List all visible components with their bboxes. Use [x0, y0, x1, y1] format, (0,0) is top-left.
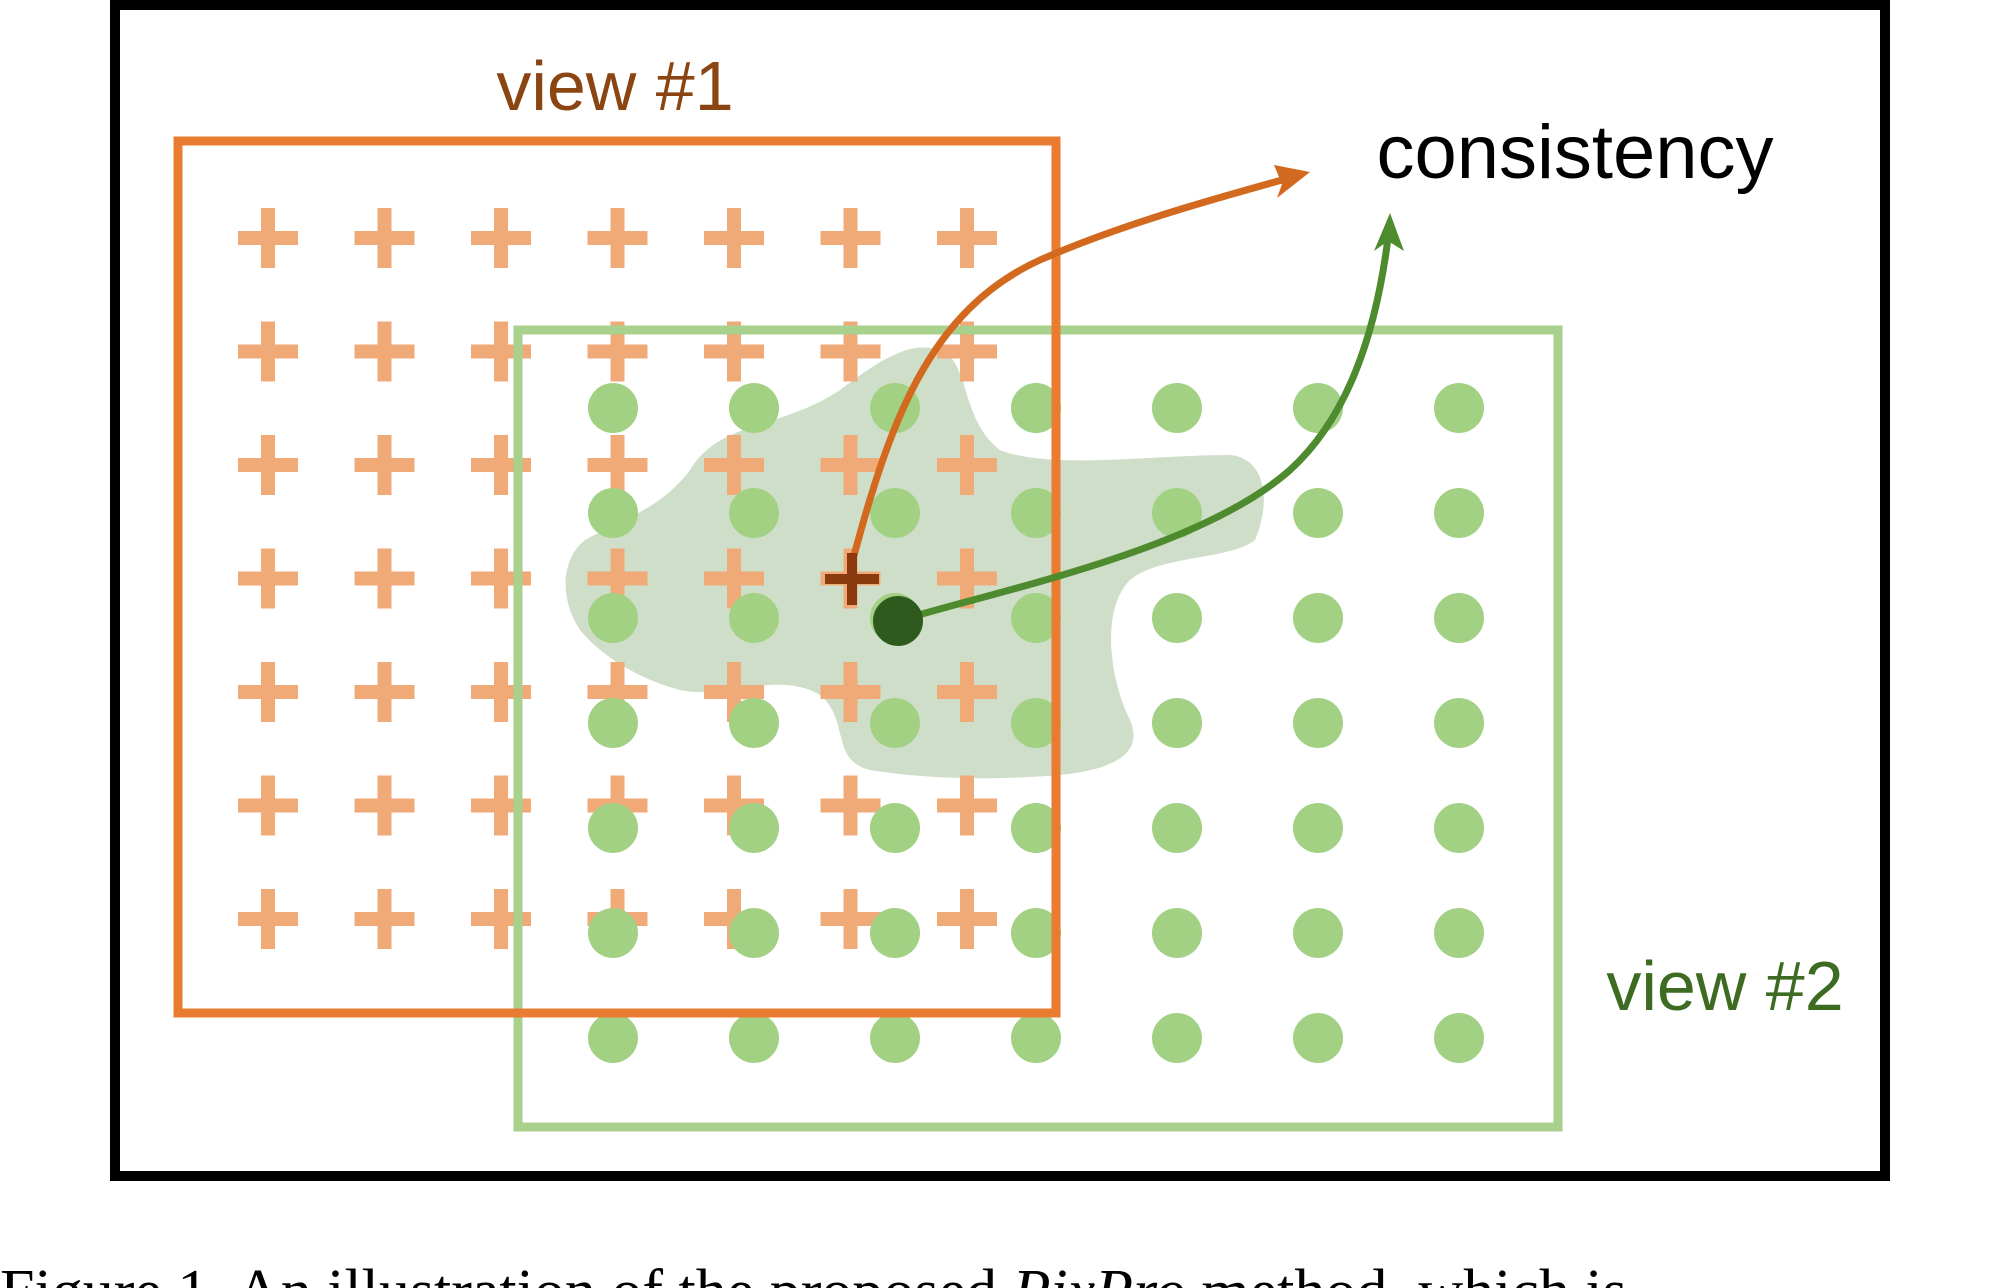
plus-icon: [937, 662, 997, 722]
dot-icon: [1434, 593, 1484, 643]
dot-icon: [588, 593, 638, 643]
view2-selected-dot-icon: [873, 596, 923, 646]
plus-icon: [238, 548, 298, 609]
plus-icon: [238, 662, 298, 722]
plus-icon: [820, 208, 881, 268]
view1-consistency-arrow: [848, 176, 1283, 564]
dot-icon: [1293, 803, 1343, 853]
dot-icon: [729, 383, 779, 433]
dot-icon: [870, 1013, 920, 1063]
dot-icon: [1293, 488, 1343, 538]
dot-icon: [1011, 803, 1061, 853]
view2-label: view #2: [1606, 947, 1843, 1025]
view1-plus-grid: [238, 208, 997, 949]
dot-icon: [1293, 698, 1343, 748]
dot-icon: [1293, 1013, 1343, 1063]
dot-icon: [1011, 1013, 1061, 1063]
view2-consistency-arrow: [896, 237, 1392, 625]
view1-selected-plus-icon: [825, 553, 879, 605]
dot-icon: [1293, 593, 1343, 643]
dot-icon: [588, 1013, 638, 1063]
dot-icon: [1152, 593, 1202, 643]
dot-icon: [1152, 803, 1202, 853]
plus-icon: [587, 208, 648, 268]
dot-icon: [1434, 488, 1484, 538]
dot-icon: [1011, 488, 1061, 538]
dot-icon: [588, 488, 638, 538]
plus-icon: [354, 548, 415, 609]
plus-icon: [238, 208, 298, 268]
plus-icon: [238, 775, 298, 836]
plus-icon: [238, 321, 298, 382]
plus-icon: [937, 435, 997, 495]
dot-icon: [588, 908, 638, 958]
view2-arrowhead: [1374, 213, 1404, 251]
dot-icon: [1011, 593, 1061, 643]
dot-icon: [588, 383, 638, 433]
dot-icon: [588, 803, 638, 853]
dot-icon: [729, 908, 779, 958]
plus-icon: [354, 321, 415, 382]
plus-icon: [937, 208, 997, 268]
dot-icon: [729, 1013, 779, 1063]
dot-icon: [729, 488, 779, 538]
dot-icon: [1152, 488, 1202, 538]
plus-icon: [354, 775, 415, 836]
plus-icon: [587, 435, 648, 495]
dot-icon: [729, 698, 779, 748]
caption-suffix: method, which is: [1186, 1258, 1627, 1288]
dot-icon: [1434, 1013, 1484, 1063]
dot-icon: [1293, 908, 1343, 958]
dot-icon: [1434, 803, 1484, 853]
dot-icon: [1152, 698, 1202, 748]
dot-icon: [1011, 383, 1061, 433]
plus-icon: [820, 775, 881, 836]
dot-icon: [588, 698, 638, 748]
consistency-label: consistency: [1376, 110, 1773, 195]
plus-icon: [354, 889, 415, 949]
plus-icon: [937, 775, 997, 836]
plus-icon: [704, 435, 764, 495]
dot-icon: [870, 488, 920, 538]
plus-icon: [820, 889, 881, 949]
figure-caption: Figure 1. An illustration of the propose…: [0, 1258, 1627, 1288]
dot-icon: [870, 803, 920, 853]
plus-icon: [820, 321, 881, 382]
plus-icon: [704, 548, 764, 609]
plus-icon: [820, 435, 881, 495]
dot-icon: [870, 908, 920, 958]
plus-icon: [937, 321, 997, 382]
dot-icon: [1434, 698, 1484, 748]
dot-icon: [729, 803, 779, 853]
dot-icon: [1011, 698, 1061, 748]
dot-icon: [1434, 908, 1484, 958]
plus-icon: [354, 662, 415, 722]
plus-icon: [238, 435, 298, 495]
plus-icon: [937, 548, 997, 609]
dot-icon: [1434, 383, 1484, 433]
view2-box: [513, 325, 1563, 1132]
view1-arrowhead: [1274, 165, 1310, 198]
dot-icon: [1152, 383, 1202, 433]
plus-icon: [238, 889, 298, 949]
plus-icon: [820, 662, 881, 722]
plus-icon: [937, 889, 997, 949]
plus-icon: [587, 321, 648, 382]
plus-icon: [587, 548, 648, 609]
plus-icon: [704, 321, 764, 382]
plus-icon: [354, 208, 415, 268]
dot-icon: [729, 593, 779, 643]
outer-frame: [110, 0, 1890, 1181]
plus-icon: [354, 435, 415, 495]
caption-method: PixPro: [1012, 1258, 1186, 1288]
plus-icon: [704, 208, 764, 268]
dot-icon: [1152, 908, 1202, 958]
caption-prefix: Figure 1. An illustration of the propose…: [0, 1258, 1013, 1288]
dot-icon: [870, 698, 920, 748]
plus-icon: [471, 208, 531, 268]
dot-icon: [1011, 908, 1061, 958]
dot-icon: [1152, 1013, 1202, 1063]
view1-label: view #1: [496, 47, 733, 125]
